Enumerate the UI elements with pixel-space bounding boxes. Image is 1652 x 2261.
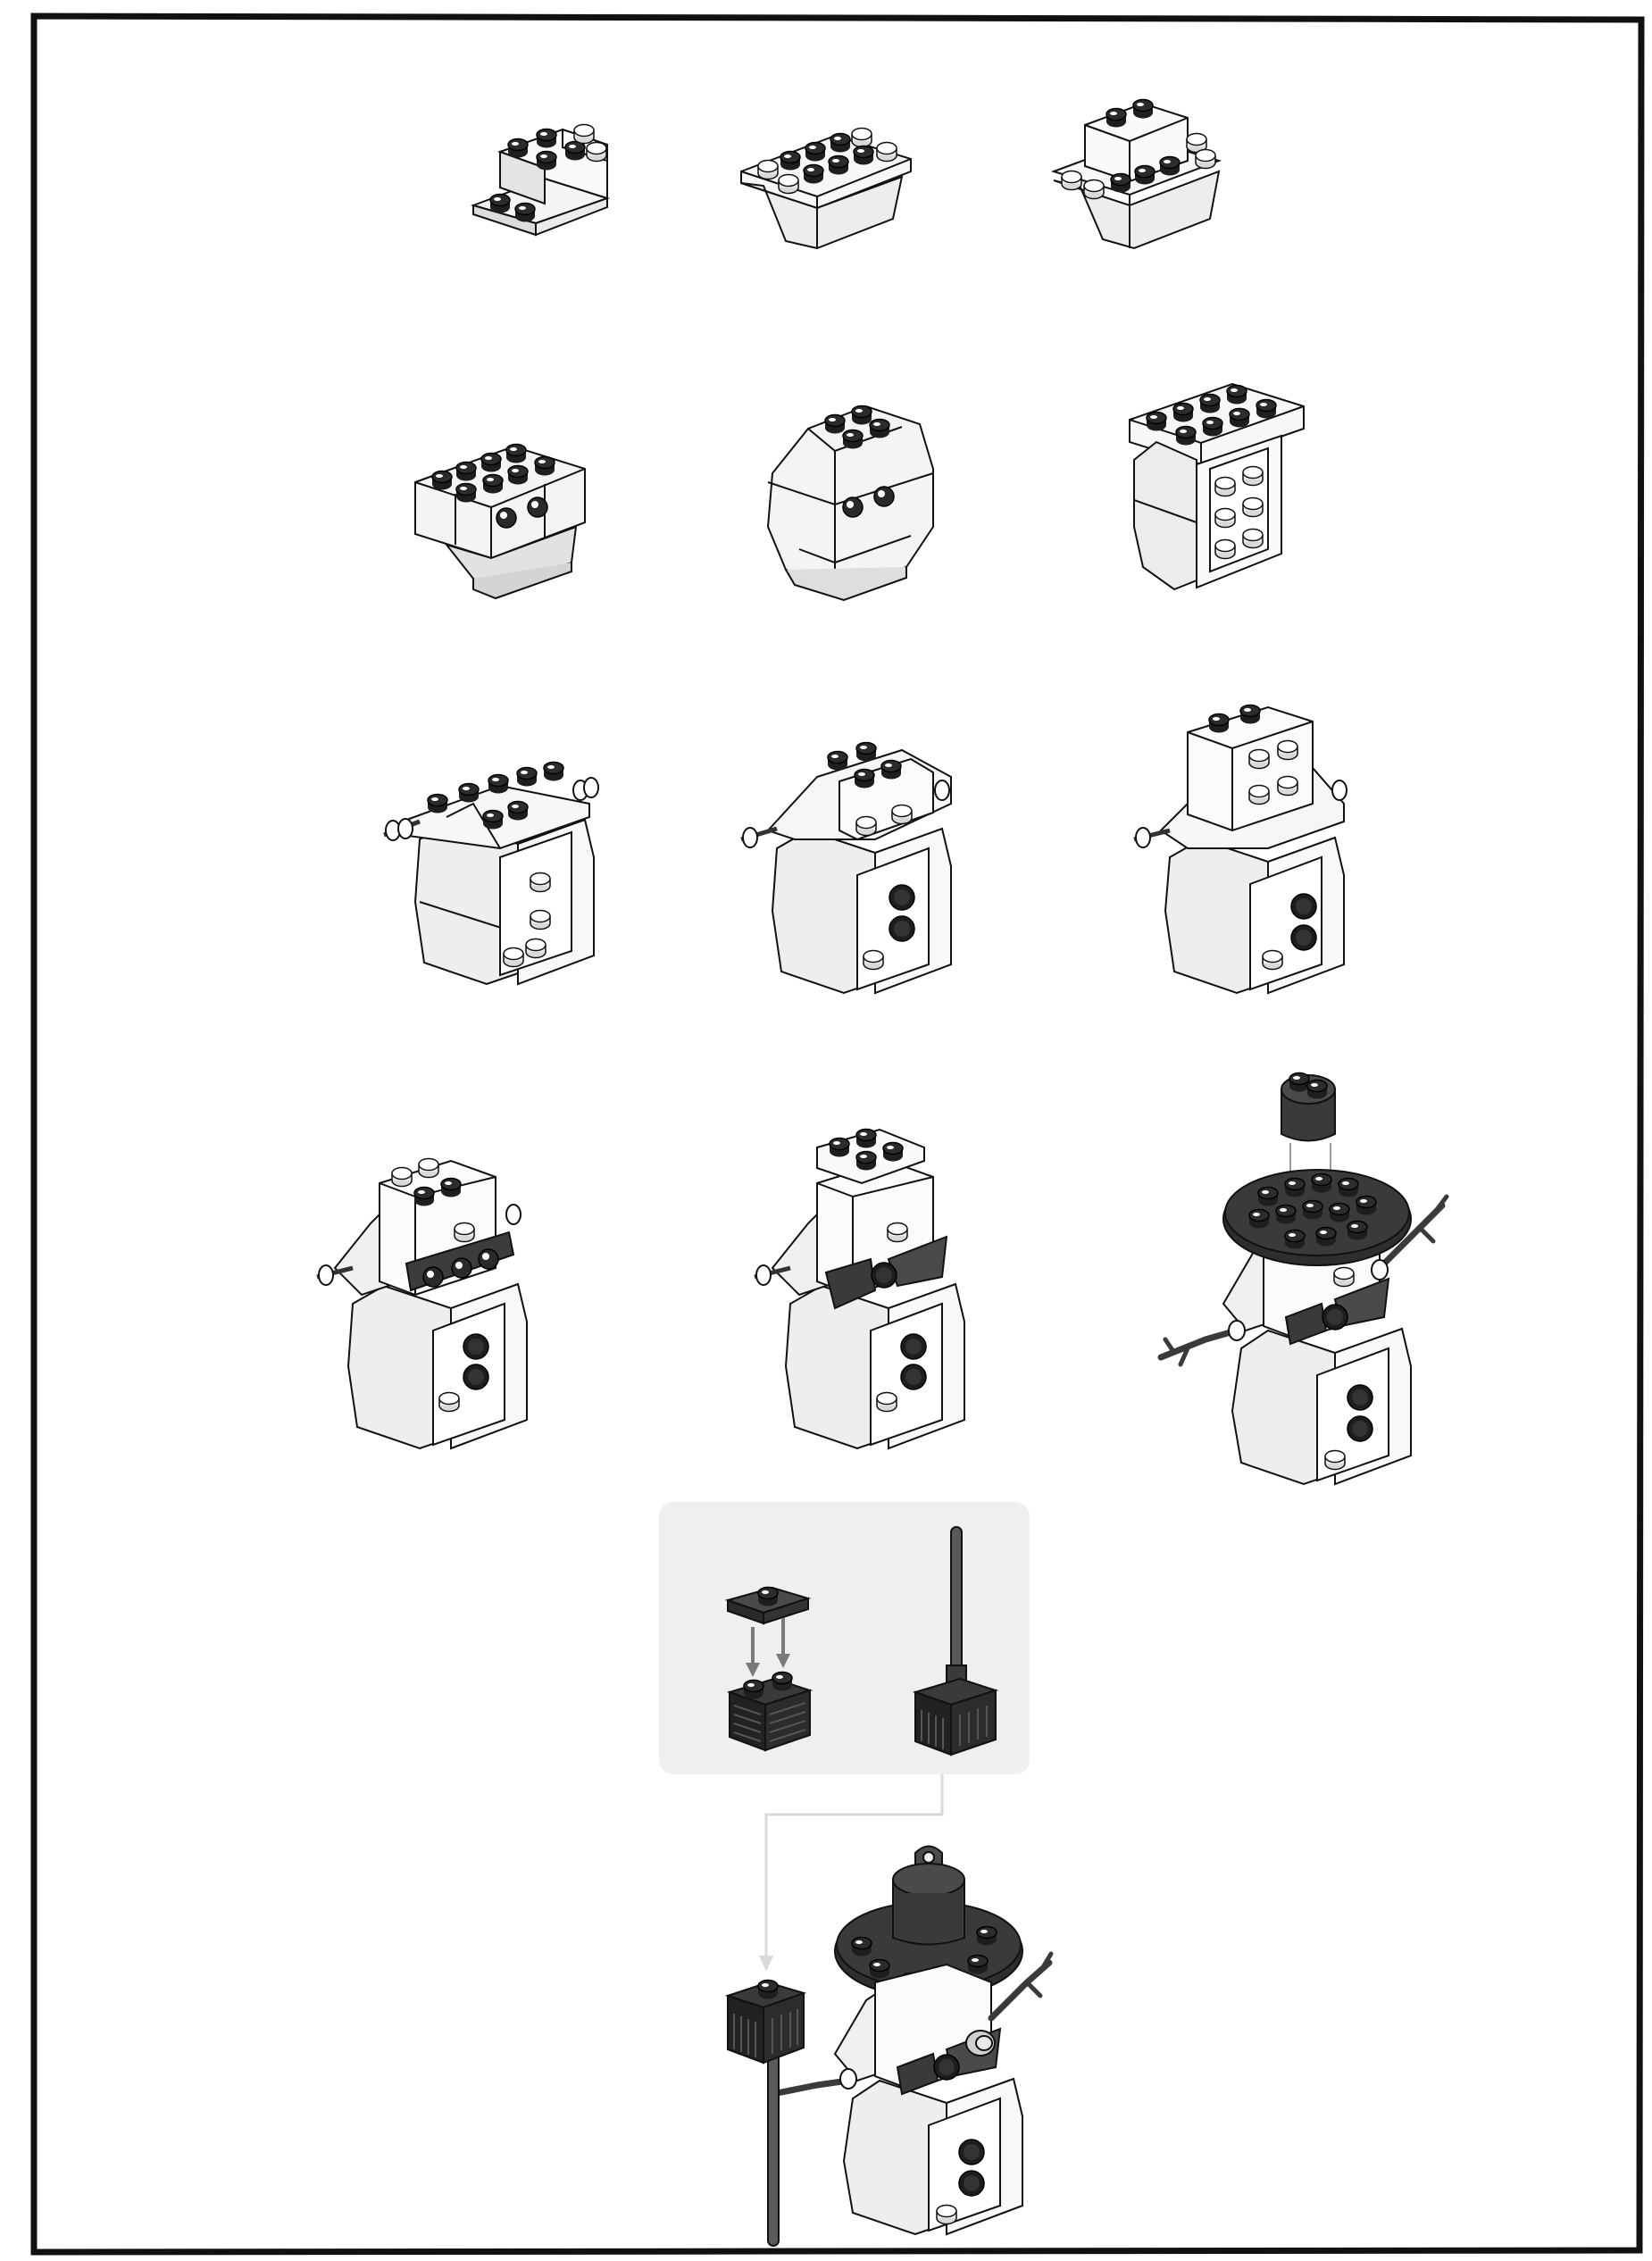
broom-subassembly-callout — [659, 1502, 1030, 1972]
step-7-arms-plates — [384, 763, 598, 985]
step-12-hat-and-arms — [1161, 1073, 1447, 1485]
step-5-rounded-body — [768, 406, 933, 601]
step-13-final-with-broom — [728, 1847, 1051, 2247]
step-3-slope-plates — [1054, 100, 1219, 249]
step-8-head-base — [741, 743, 951, 994]
step-9-head-stack — [1134, 705, 1347, 994]
step-1-slope-base — [473, 125, 607, 236]
step-4-body-bricks — [415, 445, 585, 599]
page-border — [34, 16, 1641, 2252]
step-11-bow-tie — [755, 1130, 964, 1449]
step-10-scarf-plate — [317, 1159, 527, 1449]
step-6-side-studs — [1130, 384, 1304, 589]
step-2-plate-row — [741, 129, 911, 249]
